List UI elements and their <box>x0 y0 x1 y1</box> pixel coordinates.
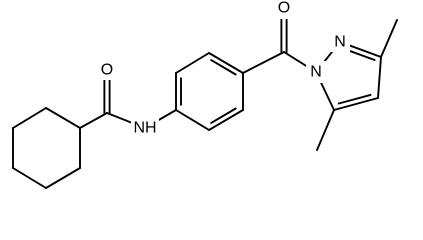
bond-c_cy2-c_cy3 <box>12 107 47 129</box>
pyrazole-n2-label: N <box>334 34 346 51</box>
bond-n_pz2-c_pz3-inner <box>349 50 376 61</box>
bond-c_ph4-c_ketone <box>242 51 285 74</box>
bond-c_ketone-n_pz1 <box>283 51 311 69</box>
bond-n_amide-c_ph1 <box>155 109 177 123</box>
bond-c_cy4-c_cy5 <box>12 167 47 189</box>
bond-c_ph5-c_ph6 <box>208 109 244 131</box>
atom-label-layer: O NH O N N <box>94 0 350 139</box>
bond-n_pz2-c_pz3 <box>346 43 382 58</box>
ketone-oxygen-label-bg <box>275 0 297 19</box>
amide-oxygen-label-bg <box>94 58 116 80</box>
bond-layer <box>12 15 398 189</box>
bond-c_pz4-c_pz5 <box>333 97 379 111</box>
amide-nitrogen-label: NH <box>133 120 156 137</box>
amide-oxygen-label: O <box>101 62 113 79</box>
pyrazole-n1-label: N <box>310 64 322 81</box>
bond-c_amide-n_amide <box>106 112 134 125</box>
bond-c_ph3-c_ph4-inner <box>210 59 237 76</box>
pyrazole-n1-label-bg <box>306 61 326 83</box>
molecule-structure: O NH O N N <box>12 0 398 189</box>
bond-c_pz5-n_pz1 <box>318 78 335 111</box>
bond-c_pz3-c_me3 <box>380 19 398 58</box>
bond-c_pz3-c_pz4 <box>377 56 382 99</box>
ketone-oxygen-label: O <box>278 0 290 17</box>
bond-c_pz4-c_pz5-inner <box>337 93 372 105</box>
bond-c_ph3-c_ph4 <box>208 52 244 74</box>
bond-c_cy1-c_cy2 <box>45 107 81 129</box>
amide-nitrogen-label-bg <box>131 117 159 139</box>
bond-c_cy1-c_amide <box>79 112 108 129</box>
bond-c_ph6-c_ph1 <box>175 109 210 131</box>
pyrazole-n2-label-bg <box>330 30 350 52</box>
bond-c_cy5-c_cy6 <box>45 167 81 189</box>
bond-c_ph2-c_ph3 <box>175 52 210 74</box>
bond-c_ph5-c_ph6-inner <box>210 107 237 124</box>
bond-c_pz5-c_me5 <box>316 109 335 151</box>
